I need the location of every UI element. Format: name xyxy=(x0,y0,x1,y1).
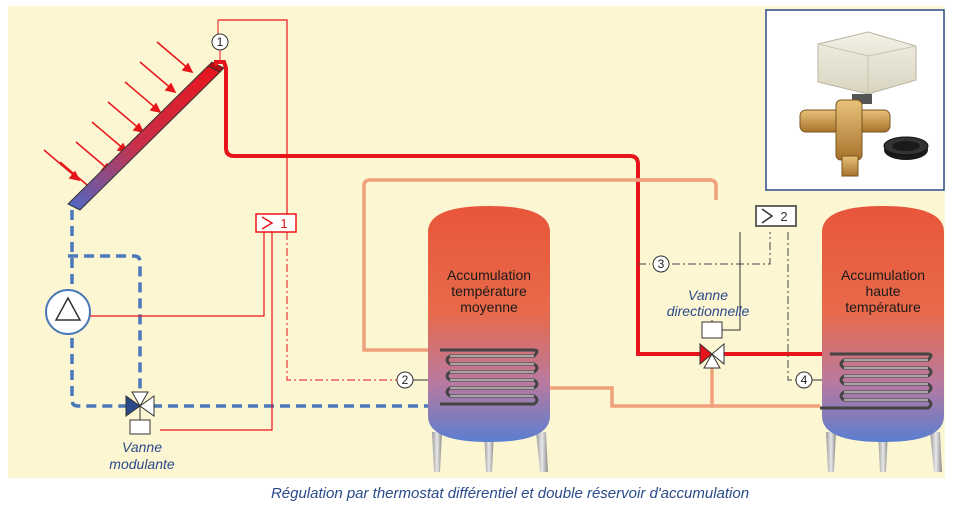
medium-tank-label-3: moyenne xyxy=(460,299,518,315)
directional-valve-label-2: directionnelle xyxy=(667,303,750,319)
modulating-valve-label-1: Vanne xyxy=(122,439,162,455)
differential-thermostat-2: 2 xyxy=(756,206,796,226)
high-temperature-tank xyxy=(820,206,944,472)
high-tank-label-2: haute xyxy=(865,283,900,299)
circulation-pump xyxy=(46,290,90,334)
svg-text:3: 3 xyxy=(658,257,665,271)
medium-tank-label-2: température xyxy=(451,283,527,299)
medium-temperature-tank xyxy=(428,206,550,472)
svg-text:4: 4 xyxy=(801,373,808,387)
svg-text:2: 2 xyxy=(402,373,409,387)
valve-photo-inset xyxy=(766,10,944,190)
sensor-3: 3 xyxy=(653,256,669,272)
medium-tank-label-1: Accumulation xyxy=(447,267,531,283)
diagram-caption: Régulation par thermostat différentiel e… xyxy=(271,485,749,502)
svg-text:2: 2 xyxy=(780,209,787,224)
directional-valve-label-1: Vanne xyxy=(688,287,728,303)
svg-text:1: 1 xyxy=(280,216,287,231)
modulating-valve-label-2: modulante xyxy=(109,456,175,472)
high-tank-label-3: température xyxy=(845,299,921,315)
svg-text:1: 1 xyxy=(217,35,224,49)
high-tank-label-1: Accumulation xyxy=(841,267,925,283)
differential-thermostat-1: 1 xyxy=(256,214,296,232)
